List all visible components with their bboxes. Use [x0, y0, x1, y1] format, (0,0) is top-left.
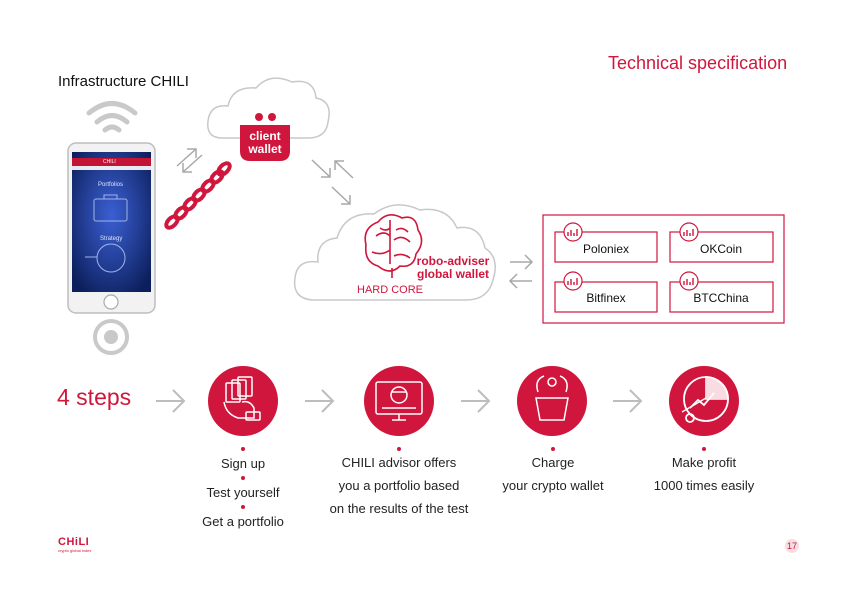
client-cloud [207, 77, 330, 139]
core-line1: robo-adviser [416, 254, 490, 268]
step-4-line-1: Make profit [671, 455, 737, 470]
step-1-line-3: Get a portfolio [202, 514, 284, 529]
step-3-line-1: Charge [531, 455, 575, 470]
steps-title: 4 steps [57, 384, 132, 410]
chain-icon [164, 161, 232, 230]
exchanges-panel [542, 214, 785, 324]
client-wallet-line1: client [249, 129, 281, 143]
phone-icon [67, 142, 156, 314]
core-cloud [293, 204, 496, 301]
step-2-text: CHILI advisor offers you a portfolio bas… [314, 447, 484, 520]
exchange-arrows-icon [508, 254, 534, 289]
brain-icon [364, 214, 423, 278]
phone-menu-strategy[interactable]: Strategy [100, 236, 123, 242]
wifi-icon [86, 101, 138, 133]
sync-arrows-icon [176, 148, 354, 205]
wallet-bag-icon [535, 375, 569, 421]
exchange-btcchina: BTCChina [693, 291, 749, 305]
hard-core-label: HARD CORE [357, 284, 424, 296]
page-title: Technical specification [608, 53, 788, 73]
profit-chart-icon [681, 376, 729, 423]
step-1-line-1: Sign up [220, 456, 266, 471]
step-3-line-2: your crypto wallet [502, 478, 604, 493]
step-4-line-2: 1000 times easily [653, 478, 755, 493]
step-1-line-2: Test yourself [206, 485, 280, 500]
hand-cards-icon [223, 376, 261, 421]
core-line2: global wallet [416, 267, 489, 281]
step-2-line-1: CHILI advisor offers [341, 455, 457, 470]
core-wallet-label: robo-adviser global wallet [415, 255, 491, 281]
step-2-line-2: you a portfolio based [338, 478, 460, 493]
phone-brand: CHILI [103, 159, 116, 165]
step-arrows [156, 389, 643, 413]
exchange-bitfinex: Bitfinex [586, 291, 626, 305]
monitor-icon [375, 381, 423, 421]
step-4-text: Make profit 1000 times easily [644, 447, 764, 497]
page-number: 17 [785, 539, 799, 553]
exchange-poloniex: Poloniex [582, 242, 630, 256]
step-3-text: Charge your crypto wallet [493, 447, 613, 497]
client-wallet-badge [240, 113, 290, 161]
exchange-okcoin: OKCoin [699, 242, 743, 256]
client-wallet-label: client wallet [240, 130, 290, 156]
client-wallet-line2: wallet [248, 142, 282, 156]
step-1-text: Sign up Test yourself Get a portfolio [183, 447, 303, 536]
step-2-line-3: on the results of the test [329, 501, 469, 516]
chili-logo: CHiLI [58, 536, 90, 548]
phone-menu-portfolios[interactable]: Portfolios [98, 182, 124, 188]
target-icon [93, 319, 129, 355]
exchange-chart-icon [563, 222, 699, 291]
chili-logo-subtitle: crypto global index [58, 548, 92, 553]
infrastructure-title: Infrastructure CHILI [58, 73, 189, 90]
